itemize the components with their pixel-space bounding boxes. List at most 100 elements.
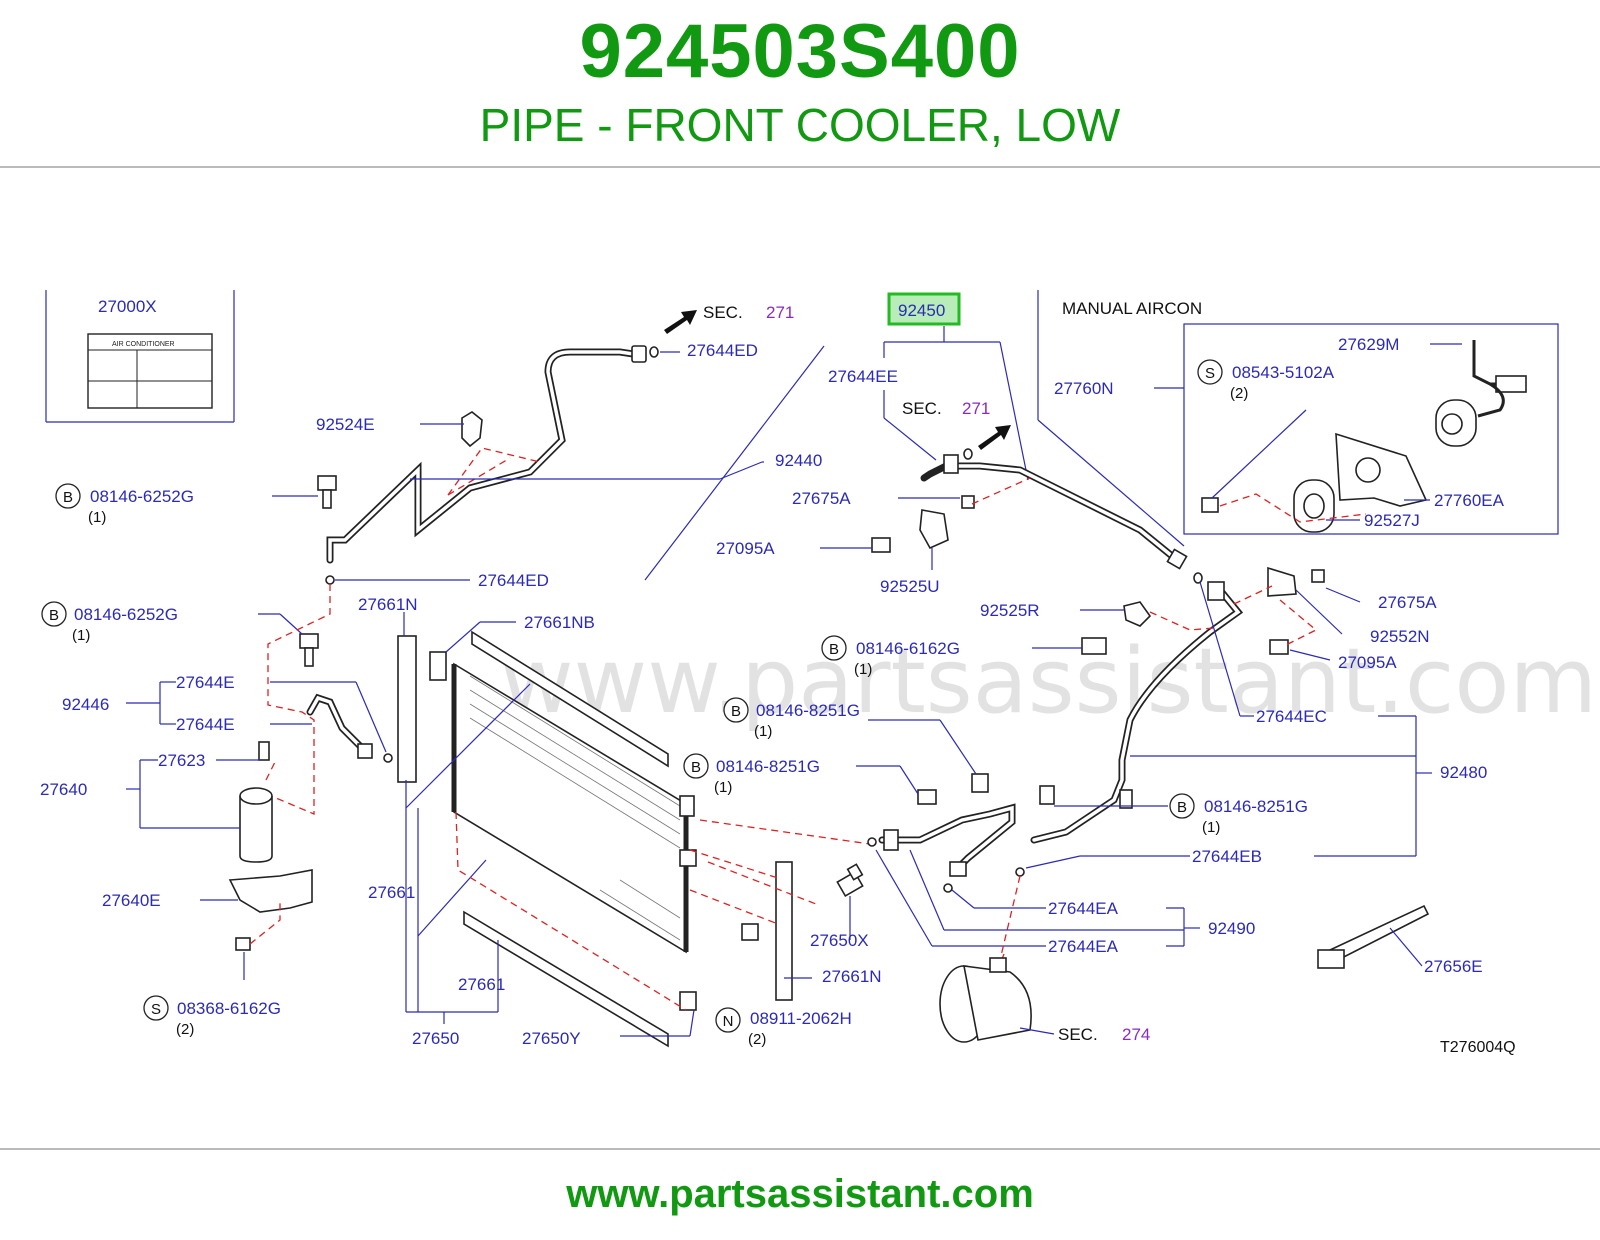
part-27644EE[interactable]: 27644EE (828, 367, 898, 386)
arrow-icon (978, 425, 1011, 450)
drawing-code: T276004Q (1440, 1039, 1516, 1056)
highlighted-part-92450[interactable]: 92450 (887, 292, 961, 326)
pipe-92440 (326, 345, 659, 564)
badge-letter-b: B (829, 641, 839, 658)
gasket-92527J (1293, 479, 1335, 533)
part-08368-6162G[interactable]: 08368-6162G (177, 999, 281, 1018)
part-92480[interactable]: 92480 (1440, 763, 1487, 782)
seal-bottom-27661 (463, 910, 669, 1048)
bolt-27095A-top (871, 537, 891, 553)
part-27095A-right[interactable]: 27095A (1338, 653, 1397, 672)
part-27644EA-a[interactable]: 27644EA (1048, 899, 1119, 918)
part-27661-left[interactable]: 27661 (368, 883, 415, 902)
part-92490[interactable]: 92490 (1208, 919, 1255, 938)
compressor-sec-274 (939, 957, 1032, 1043)
part-08146-6162G[interactable]: 08146-6162G (856, 639, 960, 658)
part-08543-5102A[interactable]: 08543-5102A (1232, 363, 1335, 382)
part-27760N[interactable]: 27760N (1054, 379, 1114, 398)
bracket-27640E (228, 869, 313, 951)
part-27644EB[interactable]: 27644EB (1192, 847, 1262, 866)
part-27760EA[interactable]: 27760EA (1434, 491, 1505, 510)
sec-271-top: SEC. 271 (664, 303, 794, 334)
sec-271-link[interactable]: 271 (766, 303, 794, 322)
part-92440[interactable]: 92440 (775, 451, 822, 470)
part-27644ED-top[interactable]: 27644ED (687, 341, 758, 360)
bolt-badge (55, 483, 81, 509)
bracket-92552N (1267, 566, 1297, 597)
part-08146-8251G-a[interactable]: 08146-8251G (756, 701, 860, 720)
part-08146-8251G-b[interactable]: 08146-8251G (716, 757, 820, 776)
part-27656E[interactable]: 27656E (1424, 957, 1483, 976)
badge-letter-b: B (691, 759, 701, 776)
badge-letter-b: B (63, 489, 73, 506)
part-27650X[interactable]: 27650X (810, 931, 869, 950)
sec-271-link[interactable]: 271 (962, 399, 990, 418)
seal-27661NB (429, 651, 447, 681)
part-27095A-top[interactable]: 27095A (716, 539, 775, 558)
pipe-92480 (1030, 572, 1244, 844)
sec-label: SEC. (1058, 1025, 1098, 1044)
sec-274-link[interactable]: 274 (1122, 1025, 1150, 1044)
part-27640E[interactable]: 27640E (102, 891, 161, 910)
part-27661N-bottom[interactable]: 27661N (822, 967, 882, 986)
bolt-08146-6252G-a (317, 475, 337, 509)
qty-08368-6162G: (2) (176, 1021, 194, 1038)
part-27644E-a[interactable]: 27644E (176, 673, 235, 692)
sec-271-center: SEC. 271 (902, 399, 1011, 450)
arrow-icon (664, 310, 697, 334)
bracket-27760EA (1335, 432, 1428, 507)
qty-08146-6162G: (1) (854, 661, 872, 678)
part-27661NB[interactable]: 27661NB (524, 613, 595, 632)
part-27623[interactable]: 27623 (158, 751, 205, 770)
seal-top-27661 (471, 630, 669, 768)
part-08146-6252G-b[interactable]: 08146-6252G (74, 605, 178, 624)
part-92525U[interactable]: 92525U (880, 577, 940, 596)
bolt-08146-8251G-b (917, 789, 937, 805)
part-92446[interactable]: 92446 (62, 695, 109, 714)
part-27644EC[interactable]: 27644EC (1256, 707, 1327, 726)
sec-label: SEC. (902, 399, 942, 418)
bolt-27675A-right (1311, 569, 1325, 583)
header-divider (0, 166, 1600, 168)
bolt-08146-8251G-c (1039, 785, 1055, 805)
part-27644EA-b[interactable]: 27644EA (1048, 937, 1119, 956)
part-92525R[interactable]: 92525R (980, 601, 1040, 620)
part-27650Y[interactable]: 27650Y (522, 1029, 581, 1048)
part-27629M[interactable]: 27629M (1338, 335, 1399, 354)
pipe-92490 (867, 803, 1016, 877)
condenser-27650 (451, 662, 697, 1011)
qty-08146-6252G-b: (1) (72, 627, 90, 644)
part-27675A-right[interactable]: 27675A (1378, 593, 1437, 612)
label-27000X[interactable]: 27000X (98, 297, 157, 316)
part-08146-6252G-a[interactable]: 08146-6252G (90, 487, 194, 506)
watermark-text: www.partsassistant.com (500, 629, 1597, 734)
part-27644E-b[interactable]: 27644E (176, 715, 235, 734)
part-92552N[interactable]: 92552N (1370, 627, 1430, 646)
part-27644ED-mid[interactable]: 27644ED (478, 571, 549, 590)
part-27650[interactable]: 27650 (412, 1029, 459, 1048)
qty-08911-2062H: (2) (748, 1031, 766, 1048)
part-92524E[interactable]: 92524E (316, 415, 375, 434)
badge-letter-n: N (723, 1013, 734, 1030)
footer-site-link[interactable]: www.partsassistant.com (566, 1172, 1034, 1216)
part-08146-8251G-c[interactable]: 08146-8251G (1204, 797, 1308, 816)
clip-92524E (461, 411, 483, 448)
manual-aircon-panel (1183, 323, 1559, 535)
clip-92525R (1123, 601, 1152, 627)
receiver-drier-27640 (239, 741, 273, 863)
part-27640[interactable]: 27640 (40, 780, 87, 799)
clamp-92525U (919, 509, 949, 550)
screw-08543-5102A (1201, 497, 1219, 513)
part-27661-bottom[interactable]: 27661 (458, 975, 505, 994)
part-92527J[interactable]: 92527J (1364, 511, 1420, 530)
qty-08146-8251G-b: (1) (714, 779, 732, 796)
part-08911-2062H[interactable]: 08911-2062H (750, 1009, 852, 1028)
bolt-27675A-top (961, 495, 975, 509)
bolt-08146-6162G (1081, 637, 1107, 655)
page-header: 924503S400 PIPE - FRONT COOLER, LOW (0, 0, 1600, 168)
pipe-92450 (920, 448, 1188, 570)
part-27661N-top[interactable]: 27661N (358, 595, 418, 614)
part-92450[interactable]: 92450 (898, 301, 945, 320)
part-27675A-top[interactable]: 27675A (792, 489, 851, 508)
part-description: PIPE - FRONT COOLER, LOW (479, 99, 1121, 151)
